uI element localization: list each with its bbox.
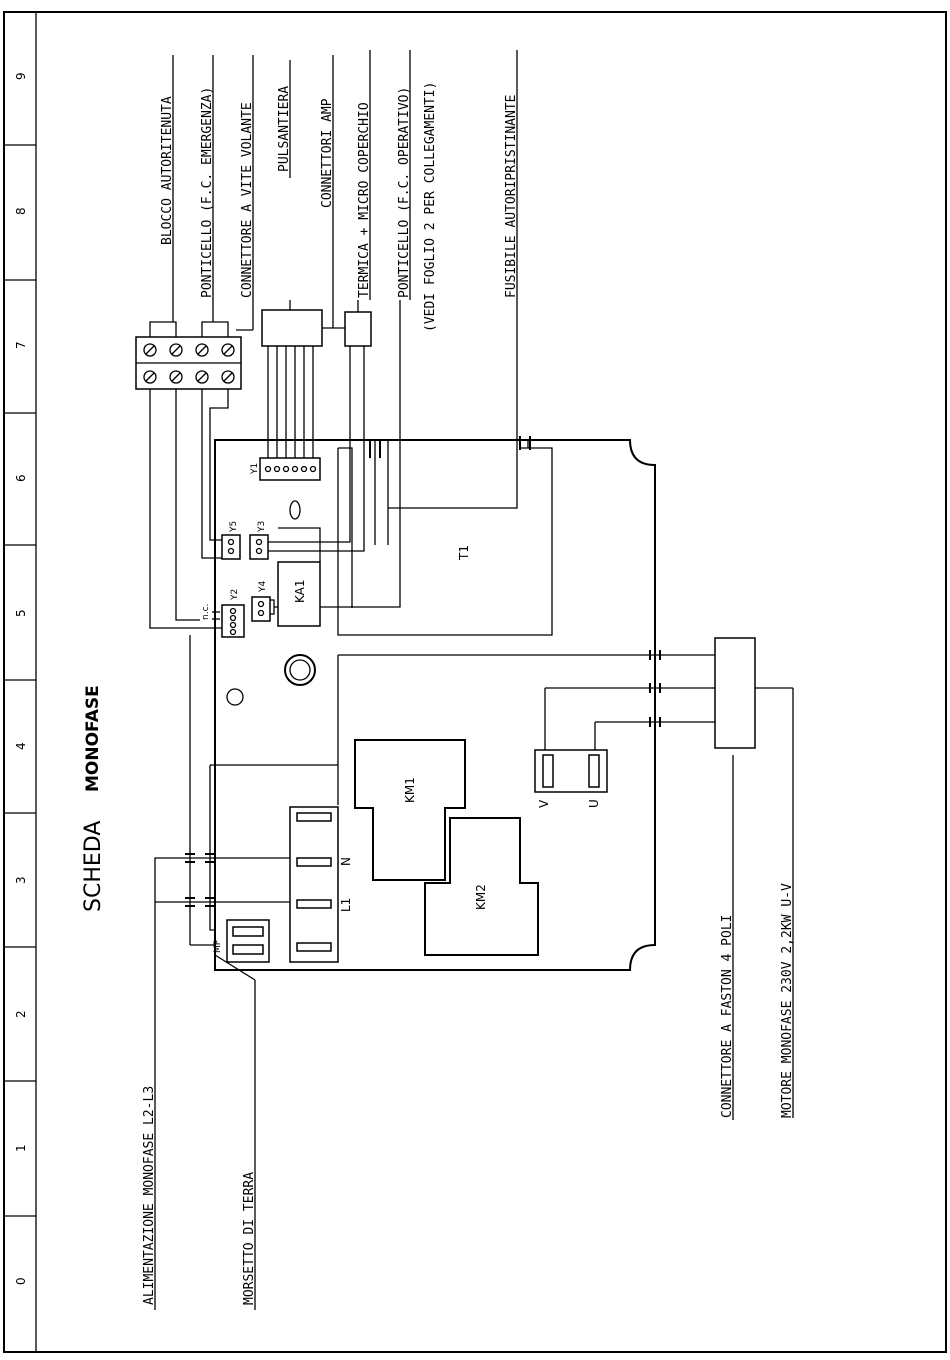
connector-y5: Y5 [221, 521, 241, 560]
grid-index-7: 7 [14, 341, 28, 349]
label-pulsantiera: PULSANTIERA [277, 86, 292, 172]
terminal-bridges [149, 250, 254, 337]
relay-ka1: KA1 [277, 561, 321, 627]
grid-index-5: 5 [14, 609, 28, 617]
trimmer-small [226, 688, 244, 706]
contactor-km1 [354, 739, 466, 881]
label-y4: Y4 [258, 581, 268, 593]
transformer-t1 [337, 300, 553, 636]
title-main: SCHEDA [81, 821, 106, 912]
outer-frame [3, 11, 947, 1353]
grid-index-1: 1 [14, 1144, 28, 1152]
label-nc: n.c. [201, 604, 211, 620]
grid-index-0: 0 [14, 1277, 28, 1285]
earth-terminal-mp: MP [213, 919, 270, 963]
label-ponticello-emergenza: PONTICELLO (F.C. EMERGENZA) [200, 87, 215, 298]
label-l1: L1 [339, 898, 353, 912]
label-connettore-faston: CONNETTORE A FASTON 4 POLI [720, 915, 735, 1119]
connector-y3: Y3 [249, 521, 269, 560]
cable-crossings [369, 436, 531, 458]
pulsantiera-ribbon [267, 346, 314, 458]
label-vedi-foglio-2: (VEDI FOGLIO 2 PER COLLEGAMENTI) [423, 82, 438, 332]
label-km2: KM2 [474, 884, 488, 910]
grid-index-9: 9 [14, 72, 28, 80]
title-sub: MONOFASE [83, 685, 103, 792]
board-outline [214, 439, 656, 971]
grid-index-4: 4 [14, 742, 28, 750]
connector-y2: Y2 n.c. [201, 589, 245, 638]
supply-wiring [154, 635, 338, 981]
screw-terminal-block [135, 336, 242, 390]
grid-index-6: 6 [14, 474, 28, 482]
label-blocco-autoritenuta: BLOCCO AUTORITENUTA [160, 96, 175, 245]
motor-terminal-uv: V U [534, 749, 608, 808]
relay-top-plate [278, 500, 321, 562]
trimmer-large [284, 654, 316, 686]
label-y3: Y3 [257, 521, 267, 533]
top-label-leaders [172, 50, 518, 300]
grid-index-3: 3 [14, 876, 28, 884]
terminal-wires [149, 389, 229, 629]
index-ticks [4, 144, 36, 1217]
pulsantiera-connector [261, 210, 372, 347]
label-y5: Y5 [229, 521, 239, 533]
label-fusibile-autoripristinante: FUSIBILE AUTORIPRISTINANTE [504, 95, 519, 299]
label-alimentazione-monofase: ALIMENTAZIONE MONOFASE L2-L3 [142, 1086, 157, 1305]
connector-y1: Y1 [250, 457, 321, 481]
contactor-km2 [424, 817, 539, 956]
index-numbers: 0 1 2 3 4 5 6 7 8 9 [14, 72, 28, 1285]
label-termica-micro-coperchio: TERMICA + MICRO COPERCHIO [357, 102, 372, 298]
label-motore-monofase: MOTORE MONOFASE 230V 2,2KW U-V [780, 883, 795, 1118]
label-u: U [587, 799, 601, 808]
label-n: N [339, 857, 353, 866]
grid-index-8: 8 [14, 207, 28, 215]
label-t1: T1 [457, 545, 471, 561]
label-connettori-amp: CONNETTORI AMP [320, 98, 335, 208]
label-connettore-vite-volante: CONNETTORE A VITE VOLANTE [240, 102, 255, 298]
faston-connector [337, 637, 793, 805]
grid-index-2: 2 [14, 1010, 28, 1018]
label-v: V [537, 799, 551, 808]
y3-wires [268, 346, 365, 552]
label-morsetto-terra: MORSETTO DI TERRA [242, 1172, 257, 1305]
label-y1: Y1 [250, 463, 260, 475]
label-ka1: KA1 [293, 579, 307, 603]
label-km1: KM1 [403, 777, 417, 803]
supply-crossings [185, 853, 215, 907]
label-ponticello-operativo: PONTICELLO (F.C. OPERATIVO) [397, 87, 412, 298]
label-mp: MP [213, 939, 223, 953]
terminal-l1-n: N L1 [289, 806, 353, 963]
label-y2: Y2 [230, 589, 240, 601]
